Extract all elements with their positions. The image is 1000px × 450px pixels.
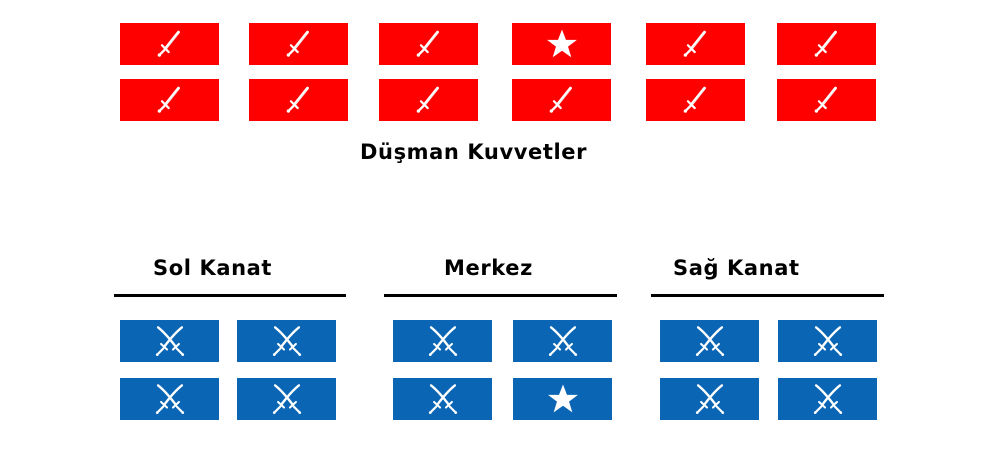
- crossed-swords-icon: [693, 324, 727, 358]
- sword-icon: [153, 83, 187, 117]
- sword-icon: [412, 27, 446, 61]
- friendly-unit: [660, 320, 759, 362]
- crossed-swords-icon: [693, 382, 727, 416]
- star-icon: [546, 382, 580, 416]
- friendly-unit: [393, 320, 492, 362]
- crossed-swords-icon: [270, 324, 304, 358]
- sword-icon: [412, 83, 446, 117]
- crossed-swords-icon: [270, 382, 304, 416]
- enemy-unit: [120, 23, 219, 65]
- friendly-unit: [237, 378, 336, 420]
- friendly-unit: [778, 320, 877, 362]
- crossed-swords-icon: [153, 382, 187, 416]
- enemy-unit: [512, 79, 611, 121]
- friendly-unit: [393, 378, 492, 420]
- group-divider: [114, 294, 346, 297]
- enemy-unit: [249, 79, 348, 121]
- star-icon: [545, 27, 579, 61]
- sword-icon: [679, 83, 713, 117]
- crossed-swords-icon: [426, 382, 460, 416]
- friendly-group-label: Sol Kanat: [153, 256, 273, 280]
- friendly-unit: [660, 378, 759, 420]
- crossed-swords-icon: [811, 324, 845, 358]
- crossed-swords-icon: [546, 324, 580, 358]
- crossed-swords-icon: [426, 324, 460, 358]
- friendly-group-label: Sağ Kanat: [673, 256, 800, 280]
- enemy-unit: [379, 23, 478, 65]
- enemy-unit: [512, 23, 611, 65]
- enemy-unit: [120, 79, 219, 121]
- crossed-swords-icon: [811, 382, 845, 416]
- enemy-unit: [646, 23, 745, 65]
- sword-icon: [153, 27, 187, 61]
- enemy-unit: [646, 79, 745, 121]
- sword-icon: [545, 83, 579, 117]
- friendly-group-label: Merkez: [444, 256, 533, 280]
- friendly-unit: [120, 378, 219, 420]
- enemy-unit: [379, 79, 478, 121]
- sword-icon: [810, 27, 844, 61]
- crossed-swords-icon: [153, 324, 187, 358]
- enemy-forces-label: Düşman Kuvvetler: [360, 140, 588, 164]
- sword-icon: [679, 27, 713, 61]
- group-divider: [651, 294, 884, 297]
- friendly-unit: [778, 378, 877, 420]
- friendly-unit: [120, 320, 219, 362]
- enemy-unit: [777, 23, 876, 65]
- friendly-unit: [237, 320, 336, 362]
- group-divider: [384, 294, 617, 297]
- sword-icon: [282, 83, 316, 117]
- enemy-unit: [249, 23, 348, 65]
- friendly-unit: [513, 320, 612, 362]
- friendly-unit: [513, 378, 612, 420]
- sword-icon: [282, 27, 316, 61]
- sword-icon: [810, 83, 844, 117]
- enemy-unit: [777, 79, 876, 121]
